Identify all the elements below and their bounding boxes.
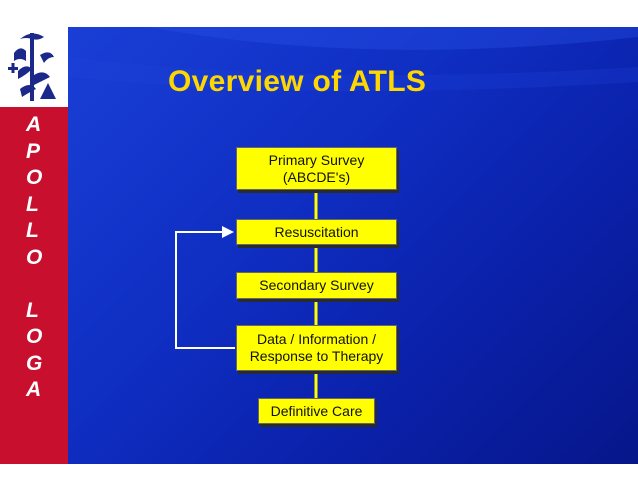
caduceus-logo-icon bbox=[8, 33, 56, 101]
node-definitive-care: Definitive Care bbox=[258, 398, 375, 424]
node-line: Resuscitation bbox=[274, 223, 359, 240]
sidebar-letter: L bbox=[26, 219, 39, 242]
sidebar-letter: L bbox=[26, 298, 39, 322]
sidebar-letter: L bbox=[26, 192, 39, 216]
sidebar-letter: O bbox=[26, 166, 43, 189]
sidebar-letter: O bbox=[26, 245, 43, 269]
sidebar-letter: O bbox=[26, 325, 43, 348]
logo-box bbox=[0, 27, 68, 107]
node-line: Response to Therapy bbox=[249, 348, 384, 364]
slide-title: Overview of ATLS bbox=[168, 65, 427, 98]
node-data-information: Data / Information /Response to Therapy bbox=[236, 325, 397, 371]
sidebar-letter: G bbox=[26, 351, 43, 375]
slide-main bbox=[68, 27, 638, 464]
node-line: Secondary Survey bbox=[259, 277, 374, 293]
node-line: (ABCDE's) bbox=[282, 168, 351, 185]
sidebar-letter: A bbox=[26, 113, 42, 136]
node-secondary-survey: Secondary Survey bbox=[236, 272, 397, 299]
node-resuscitation: Resuscitation bbox=[236, 219, 397, 245]
sidebar-letter: A bbox=[26, 378, 42, 401]
node-line: Primary Survey bbox=[268, 151, 365, 168]
feedback-arrowhead bbox=[222, 226, 234, 238]
node-primary-survey: Primary Survey(ABCDE's) bbox=[236, 147, 397, 190]
feedback-loop bbox=[175, 231, 235, 349]
node-line: Definitive Care bbox=[270, 402, 363, 419]
background-sweep bbox=[68, 27, 638, 91]
node-line: Data / Information / bbox=[256, 331, 377, 347]
sidebar-letter: P bbox=[26, 139, 41, 163]
